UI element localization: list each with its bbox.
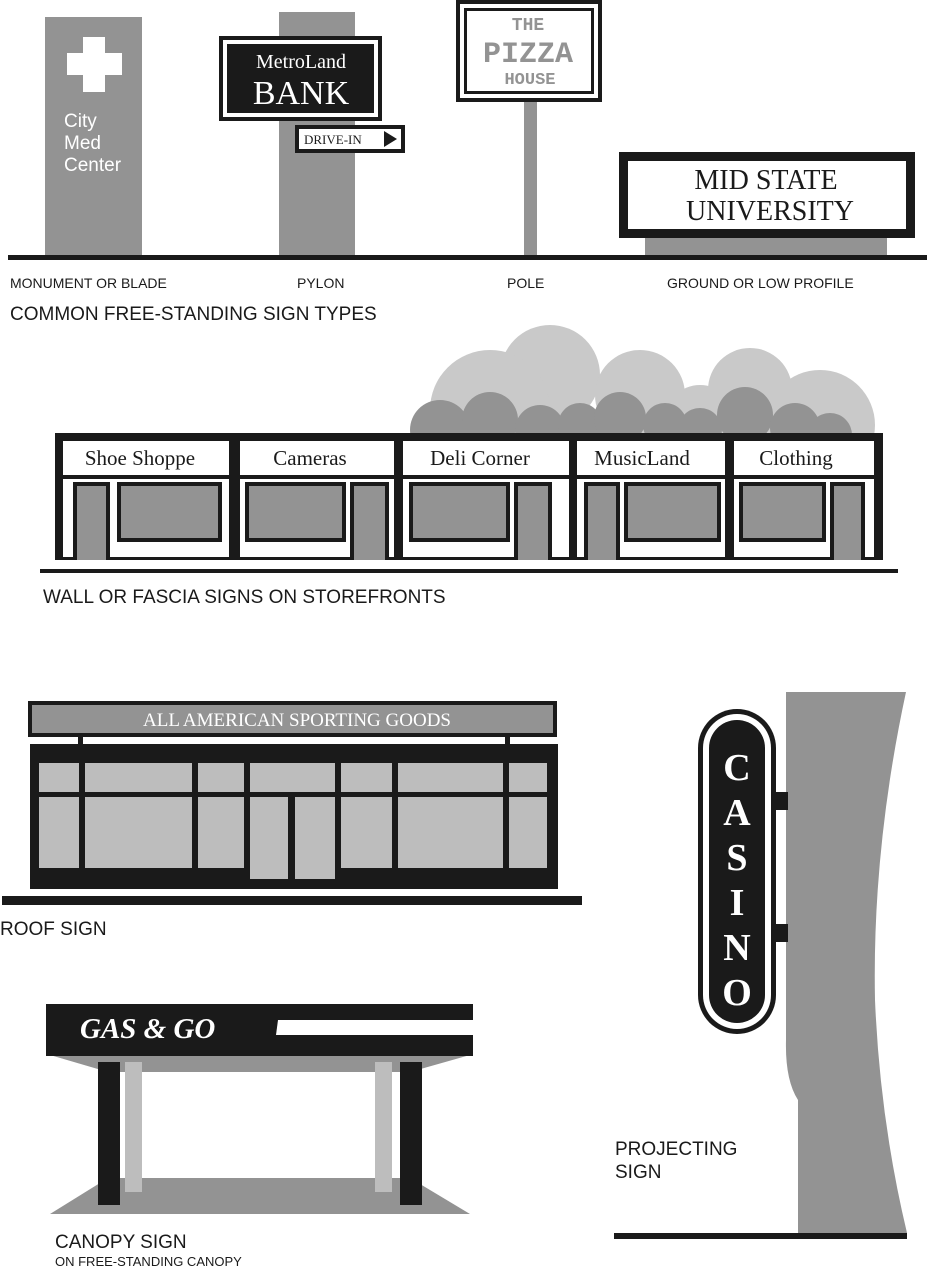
storefronts-caption: WALL OR FASCIA SIGNS ON STOREFRONTS: [43, 587, 446, 608]
pylon-main-text: BANK: [253, 75, 350, 112]
pole-label: POLE: [507, 275, 544, 291]
projecting-ground-line: [614, 1233, 907, 1239]
ground-line-1: MID STATE: [694, 165, 837, 196]
pole-line-2: PIZZA: [483, 38, 573, 72]
roof-section: ALL AMERICAN SPORTING GOODS ROOF SIGN: [0, 701, 582, 940]
roof-caption: ROOF SIGN: [0, 919, 107, 940]
storefront-1: Shoe Shoppe: [63, 441, 229, 560]
canopy-subcaption: ON FREE-STANDING CANOPY: [55, 1254, 242, 1268]
storefront-sign: Cameras: [273, 446, 346, 470]
free-standing-section: City Med Center MetroLand BANK DRIVE-IN …: [8, 0, 927, 325]
roof-building-windows: [39, 763, 547, 879]
storefront-sign: Deli Corner: [430, 446, 530, 470]
ground-line: [8, 255, 927, 260]
pylon-sign: MetroLand BANK DRIVE-IN: [219, 12, 405, 257]
canopy-caption: CANOPY SIGN: [55, 1232, 187, 1253]
storefronts-section: Shoe Shoppe Cameras Deli Corner MusicLan…: [40, 325, 898, 608]
storefront-5: Clothing: [734, 441, 874, 560]
casino-letter: O: [722, 972, 752, 1014]
projecting-caption-2: SIGN: [615, 1162, 661, 1183]
pole-sign: THE PIZZA HOUSE: [456, 0, 602, 257]
cross-icon: [67, 37, 122, 92]
casino-letter: N: [723, 927, 750, 969]
canopy-sign-text: GAS & GO: [80, 1013, 215, 1045]
storefront-sign: Clothing: [759, 446, 833, 470]
free-standing-caption: COMMON FREE-STANDING SIGN TYPES: [10, 304, 377, 325]
canopy-section: GAS & GO CANOPY SIGN ON FREE-STANDING CA…: [46, 1004, 473, 1268]
casino-letter: I: [730, 882, 745, 924]
ground-line-2: UNIVERSITY: [686, 196, 854, 227]
ground-label: GROUND OR LOW PROFILE: [667, 275, 854, 291]
pole-line-1: THE: [512, 16, 545, 36]
storefront-sign: Shoe Shoppe: [85, 446, 195, 470]
casino-letter: S: [726, 837, 747, 879]
roof-ground-line: [2, 896, 582, 905]
storefront-ground-line: [40, 569, 898, 573]
drive-in-text: DRIVE-IN: [304, 132, 362, 147]
pylon-top-text: MetroLand: [256, 51, 346, 73]
monument-line-1: City: [64, 111, 97, 132]
storefront-4: MusicLand: [577, 441, 725, 560]
storefront-2: Cameras: [240, 441, 394, 560]
casino-letter: A: [723, 792, 751, 834]
pylon-label: PYLON: [297, 275, 344, 291]
roof-sign-text: ALL AMERICAN SPORTING GOODS: [143, 710, 451, 731]
storefront-3: Deli Corner: [403, 441, 569, 560]
storefront-sign: MusicLand: [594, 446, 690, 470]
monument-line-3: Center: [64, 155, 122, 176]
projecting-caption-1: PROJECTING: [615, 1139, 737, 1160]
casino-letter: C: [723, 747, 750, 789]
ground-sign: MID STATE UNIVERSITY: [619, 152, 915, 257]
projecting-section: C A S I N O PROJECTING SIGN: [614, 692, 907, 1239]
monument-label: MONUMENT OR BLADE: [10, 275, 167, 291]
pole-line-3: HOUSE: [504, 71, 555, 90]
monument-sign: City Med Center: [45, 17, 142, 257]
arrow-right-icon: [384, 131, 397, 147]
monument-line-2: Med: [64, 133, 101, 154]
